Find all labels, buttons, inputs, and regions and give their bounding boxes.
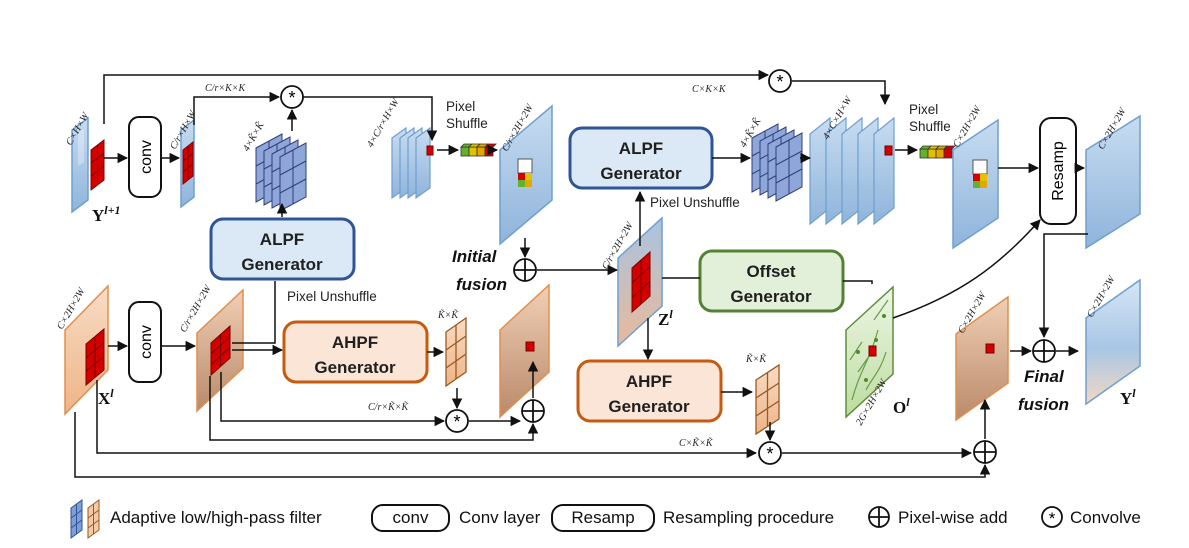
svg-text:Convolve: Convolve bbox=[1070, 508, 1141, 527]
ahpf-kernel-1 bbox=[445, 316, 467, 388]
svg-text:Zl: Zl bbox=[658, 307, 673, 329]
offset-map-o-l bbox=[845, 285, 894, 419]
alpf-kernel-stack-2 bbox=[751, 123, 803, 202]
svg-text:C×K̃×K̃: C×K̃×K̃ bbox=[679, 436, 714, 449]
svg-text:Shuffle: Shuffle bbox=[446, 116, 488, 131]
convolve-op-top-right: * bbox=[768, 69, 792, 93]
shuffle-cubes-1 bbox=[460, 143, 497, 157]
x-conv-map bbox=[196, 288, 244, 413]
svg-text:Generator: Generator bbox=[608, 397, 690, 416]
svg-text:*: * bbox=[453, 412, 460, 432]
conv-box-mid: conv bbox=[128, 301, 162, 383]
x-l-feature-map bbox=[64, 284, 109, 416]
tensor-names: Yl+1 Xl Zl Ol Yl bbox=[92, 203, 1136, 417]
svg-text:Pixel: Pixel bbox=[909, 102, 938, 117]
svg-text:Offset: Offset bbox=[746, 262, 795, 281]
convolve-op-left: * bbox=[445, 409, 469, 433]
svg-text:Pixel-wise add: Pixel-wise add bbox=[898, 508, 1008, 527]
svg-text:Pixel Unshuffle: Pixel Unshuffle bbox=[287, 289, 377, 304]
svg-text:conv: conv bbox=[138, 325, 155, 359]
svg-text:Pixel Unshuffle: Pixel Unshuffle bbox=[650, 195, 740, 210]
alpf-generator-top: ALPF Generator bbox=[209, 217, 356, 281]
y-l-output-map bbox=[1085, 278, 1141, 406]
svg-text:AHPF: AHPF bbox=[332, 333, 378, 352]
svg-text:fusion: fusion bbox=[456, 275, 507, 294]
svg-text:*: * bbox=[766, 444, 773, 464]
shuffled-map-2 bbox=[952, 118, 999, 250]
svg-text:Ol: Ol bbox=[893, 395, 910, 417]
convolve-op-top: * bbox=[280, 85, 304, 109]
svg-text:Generator: Generator bbox=[241, 255, 323, 274]
svg-text:conv: conv bbox=[393, 508, 429, 527]
svg-text:*: * bbox=[1049, 509, 1056, 528]
svg-text:ALPF: ALPF bbox=[619, 139, 663, 158]
svg-text:Yl+1: Yl+1 bbox=[92, 203, 120, 225]
shuffle-cubes-2 bbox=[919, 145, 956, 159]
svg-text:Generator: Generator bbox=[314, 358, 396, 377]
svg-text:Adaptive low/high-pass filter: Adaptive low/high-pass filter bbox=[110, 508, 322, 527]
connection-arrows bbox=[74, 69, 1088, 478]
svg-text:Generator: Generator bbox=[730, 287, 812, 306]
svg-text:C/r×K×K: C/r×K×K bbox=[205, 83, 247, 94]
svg-text:AHPF: AHPF bbox=[626, 372, 672, 391]
conv-box-top: conv bbox=[128, 116, 162, 198]
svg-text:Resampling procedure: Resampling procedure bbox=[663, 508, 834, 527]
legend-add-icon bbox=[868, 506, 890, 528]
legend: Adaptive low/high-pass filter conv Conv … bbox=[70, 499, 1141, 539]
add-op-final bbox=[1032, 339, 1056, 363]
resamp-output-map bbox=[1085, 114, 1141, 250]
y-l1-feature-map bbox=[71, 116, 105, 214]
svg-text:Xl: Xl bbox=[98, 386, 114, 408]
svg-text:*: * bbox=[776, 72, 783, 92]
svg-text:Shuffle: Shuffle bbox=[909, 119, 951, 134]
y-conv-map bbox=[180, 118, 195, 209]
shuffled-map-1 bbox=[499, 104, 553, 246]
alpf-generator-mid: ALPF Generator bbox=[568, 126, 714, 190]
svg-text:Resamp: Resamp bbox=[1050, 141, 1067, 201]
ahpf-kernel-2 bbox=[755, 363, 780, 436]
svg-text:Conv layer: Conv layer bbox=[459, 508, 541, 527]
svg-text:K̃×K̃: K̃×K̃ bbox=[745, 352, 767, 365]
legend-conv-box bbox=[371, 504, 450, 532]
svg-text:*: * bbox=[288, 88, 295, 108]
svg-text:K̃×K̃: K̃×K̃ bbox=[437, 308, 459, 321]
svg-text:Initial: Initial bbox=[452, 247, 498, 266]
svg-text:C×K×K: C×K×K bbox=[692, 84, 727, 95]
legend-convolve-icon: * bbox=[1041, 506, 1063, 528]
high-freq-map-1 bbox=[499, 283, 550, 419]
svg-text:C/r×K̃×K̃: C/r×K̃×K̃ bbox=[368, 400, 410, 413]
svg-text:conv: conv bbox=[138, 140, 155, 174]
upsample-stack-2 bbox=[809, 116, 895, 226]
svg-text:ALPF: ALPF bbox=[260, 230, 304, 249]
process-labels: Pixel Shuffle Pixel Shuffle Pixel Unshuf… bbox=[287, 99, 1069, 414]
add-op-high-2 bbox=[973, 440, 997, 464]
svg-text:Pixel: Pixel bbox=[446, 99, 475, 114]
add-op-high-1 bbox=[521, 399, 545, 423]
ahpf-generator-mid: AHPF Generator bbox=[576, 359, 723, 423]
add-op-initial bbox=[513, 258, 537, 282]
svg-text:Generator: Generator bbox=[600, 164, 682, 183]
z-l-feature-map bbox=[617, 216, 663, 348]
offset-generator: Offset Generator bbox=[698, 249, 845, 313]
resamp-box: Resamp bbox=[1039, 117, 1077, 225]
legend-filter-icon bbox=[70, 499, 100, 539]
ahpf-generator-left: AHPF Generator bbox=[282, 320, 429, 384]
svg-text:Yl: Yl bbox=[1120, 386, 1136, 408]
final-high-freq-map bbox=[955, 295, 1009, 422]
legend-resamp-box bbox=[551, 504, 655, 532]
svg-text:Final: Final bbox=[1024, 367, 1065, 386]
upsample-stack-1 bbox=[391, 126, 434, 200]
alpf-kernel-stack-1 bbox=[255, 133, 307, 212]
svg-text:fusion: fusion bbox=[1018, 395, 1069, 414]
convolve-op-mid: * bbox=[758, 441, 782, 465]
svg-text:Resamp: Resamp bbox=[571, 508, 634, 527]
